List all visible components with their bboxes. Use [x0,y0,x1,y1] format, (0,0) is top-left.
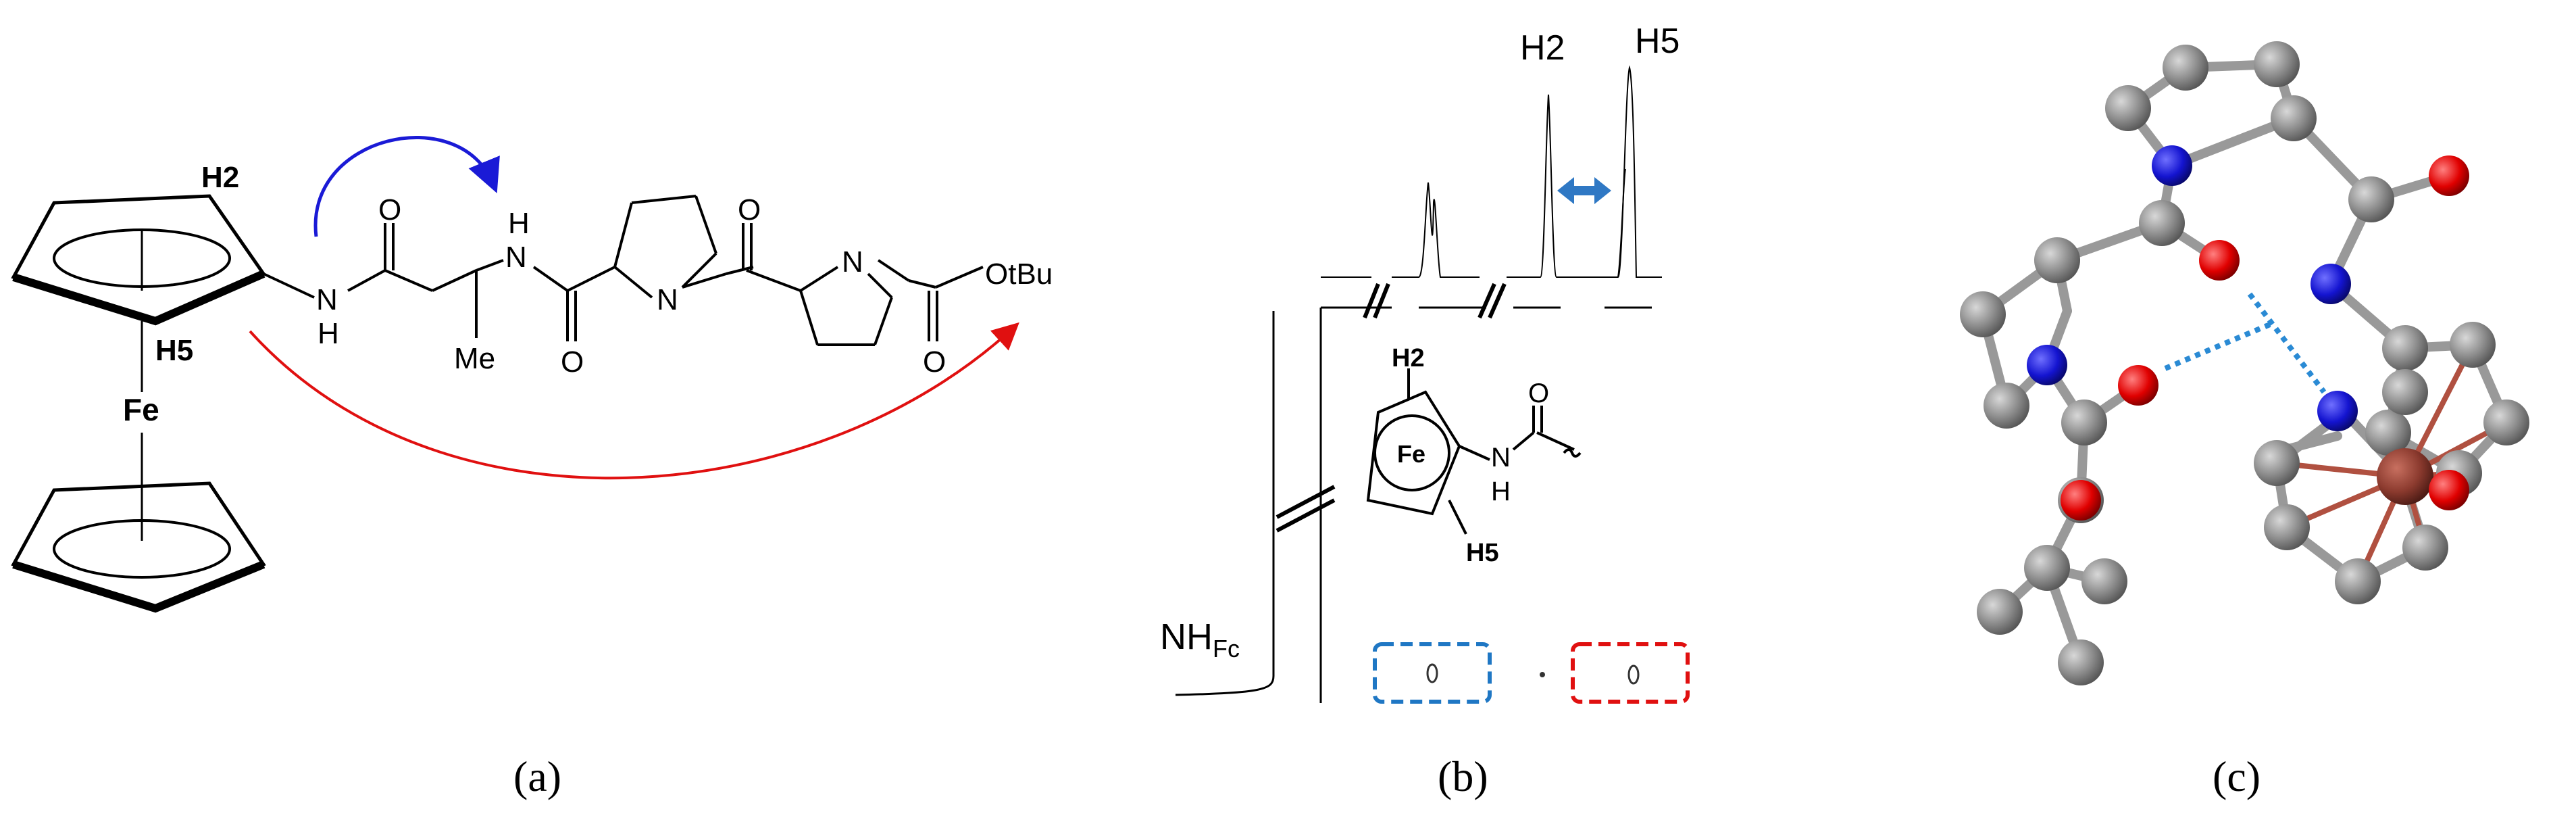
inset-ferrocenyl-amide [1366,368,1582,535]
diagonal-dot [1540,672,1545,677]
inset-h2-label: H2 [1392,344,1425,372]
o4-label: O [923,345,946,379]
nh1-n: N [316,283,338,316]
peptide-chain [263,195,984,346]
nh2-n: N [505,241,527,274]
carbon-atoms [1960,41,2529,685]
o3-label: O [738,193,761,226]
inset-n-label: N [1491,443,1511,473]
caption-c: (c) [2213,752,2261,800]
me-label: Me [454,342,495,375]
o1-label: O [378,193,401,226]
fe-label: Fe [123,392,159,427]
n4-label: N [842,245,863,279]
panel-a-structure: Fe H2 H5 [11,135,1053,800]
lower-cp-ring [11,481,266,613]
nh1-h: H [318,317,339,350]
nh2-h: H [508,207,530,240]
double-arrow [1557,177,1611,204]
h2-label: H2 [201,161,239,194]
nhfc-label: NHFc [1160,616,1240,662]
iron-atom [2377,448,2433,505]
n3-label: N [657,283,678,316]
inset-h5-label: H5 [1466,539,1499,567]
otbu-label: OtBu [985,258,1053,291]
top-spectrum [1321,65,1662,319]
peak-h5-label: H5 [1635,22,1680,61]
blue-crosspeak-box [1373,642,1492,704]
caption-a: (a) [513,752,561,800]
upper-cp-ring [11,194,266,326]
oxygen-atoms [2061,155,2469,521]
hydrogen-bonds [2164,292,2327,394]
inset-fe-label: Fe [1397,440,1425,468]
blue-crosspeak [1426,663,1438,683]
red-crosspeak-box [1571,642,1690,704]
o2-label: O [561,345,584,379]
red-crosspeak [1627,664,1640,685]
inset-o-label: O [1528,379,1549,408]
h5-label: H5 [155,334,193,367]
inset-h-label: H [1491,477,1511,506]
blue-noe-arrow [313,135,500,237]
noesy-2d-frame [1175,306,1392,703]
red-noe-arrow [249,322,1019,480]
panel-b-noesy: H2 H5 NHFc [1160,22,1690,800]
nitrogen-atoms [2027,145,2358,431]
peak-h2-label: H2 [1520,28,1565,68]
panel-c-crystal-structure: (c) [1960,41,2529,800]
caption-b: (b) [1438,752,1488,800]
